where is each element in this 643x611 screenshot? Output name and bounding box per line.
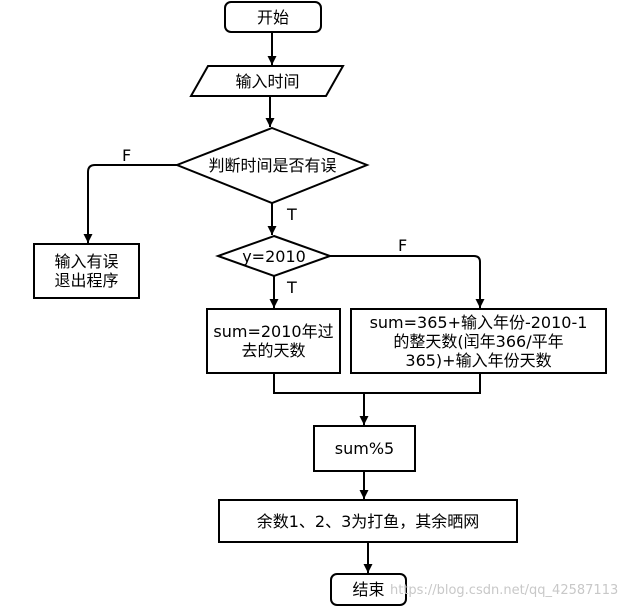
year-false-label: F bbox=[398, 236, 408, 255]
error-exit-line1: 输入有误 bbox=[54, 252, 119, 271]
edge-merge bbox=[273, 373, 481, 394]
check-true-label: T bbox=[287, 205, 297, 224]
end-label: 结束 bbox=[352, 580, 385, 599]
sum-2010-line2: 去的天数 bbox=[241, 341, 306, 360]
input-time-node bbox=[189, 65, 345, 97]
error-exit-line2: 退出程序 bbox=[54, 271, 119, 290]
sum-other-node bbox=[350, 308, 607, 374]
start-label: 开始 bbox=[256, 7, 289, 27]
watermark-text: https://blog.csdn.net/qq_42587113 bbox=[390, 583, 619, 598]
end-node bbox=[330, 573, 407, 606]
result-node bbox=[218, 499, 518, 543]
sum-other-line1: sum=365+输入年份-2010-1 bbox=[369, 312, 588, 332]
check-time-label: 判断时间是否有误 bbox=[208, 155, 337, 175]
sum-2010-node bbox=[206, 308, 341, 374]
result-label: 余数1、2、3为打鱼，其余晒网 bbox=[256, 511, 480, 531]
year-true-label: T bbox=[287, 278, 297, 297]
check-false-label: F bbox=[122, 146, 132, 165]
sum-2010-line1: sum=2010年过 bbox=[213, 322, 334, 341]
error-exit-label: 输入有误 退出程序 bbox=[34, 244, 139, 298]
sum-other-label: sum=365+输入年份-2010-1 的整天数(闰年366/平年 365)+输… bbox=[351, 309, 606, 373]
modulo-node bbox=[313, 425, 416, 472]
edge-check-false bbox=[83, 164, 177, 243]
modulo-label: sum%5 bbox=[334, 439, 395, 458]
edge-year-false bbox=[330, 255, 485, 308]
sum-other-line2: 的整天数(闰年366/平年 bbox=[393, 331, 564, 351]
sum-other-line3: 365)+输入年份天数 bbox=[405, 350, 552, 370]
input-time-label: 输入时间 bbox=[235, 71, 300, 91]
error-exit-node bbox=[33, 243, 140, 299]
sum-2010-label: sum=2010年过 去的天数 bbox=[207, 309, 340, 373]
year-check-label: y=2010 bbox=[242, 246, 306, 266]
